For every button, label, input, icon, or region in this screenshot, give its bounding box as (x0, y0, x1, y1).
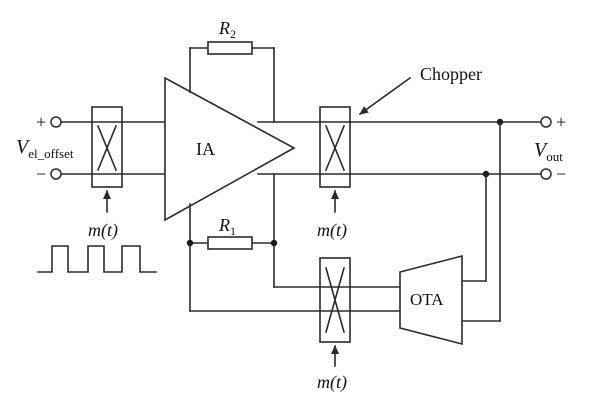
feedback-network (189, 47, 275, 312)
input-plus-label: + (36, 112, 46, 132)
input-minus-terminal (50, 168, 62, 180)
output-plus-label: + (556, 112, 566, 132)
junction-r1-left (186, 239, 194, 247)
ia-label: IA (196, 139, 215, 159)
output-voltage-label: Vout (534, 139, 563, 164)
feedback-chopper-clock-label: m(t) (317, 372, 347, 393)
input-voltage-label: Vel_offset (16, 136, 74, 161)
output-minus-label: − (556, 164, 566, 184)
r1-label: R1 (218, 215, 236, 238)
output-chopper-clock-label: m(t) (317, 220, 347, 241)
resistor-r1 (207, 236, 253, 250)
resistor-r2 (207, 41, 253, 55)
input-wires (61, 121, 166, 175)
ia-output-wires (257, 121, 321, 175)
chopper-callout-arrow (358, 76, 412, 116)
input-chopper-switch (91, 106, 123, 188)
ota-label: OTA (410, 290, 444, 309)
output-minus-terminal (540, 168, 552, 180)
feedback-loop-wires (189, 121, 501, 322)
chopper-label: Chopper (420, 64, 482, 84)
ota-amplifier (399, 254, 463, 346)
feedback-chopper-switch (319, 257, 351, 343)
junction-r1-right (270, 239, 278, 247)
input-chopper-clock-label: m(t) (88, 220, 118, 241)
input-minus-label: − (36, 164, 46, 184)
output-wires (349, 121, 541, 175)
input-plus-terminal (50, 116, 62, 128)
output-chopper-switch (319, 106, 351, 188)
output-plus-terminal (540, 116, 552, 128)
instrumentation-amplifier (164, 76, 296, 222)
clock-square-wave (37, 245, 157, 273)
r2-label: R2 (218, 18, 236, 41)
